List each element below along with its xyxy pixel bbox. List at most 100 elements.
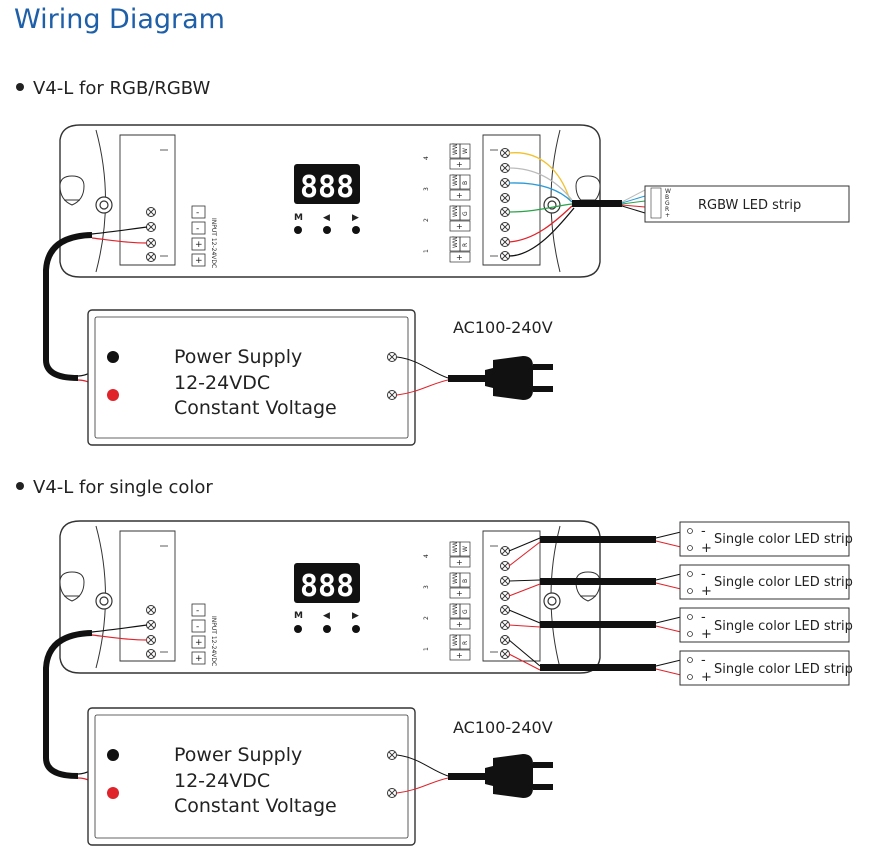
section-heading-single: V4-L for single color <box>16 477 213 498</box>
single-strip-2: - + Single color LED strip <box>655 564 853 600</box>
channel-labels-rgb: 4 WW W + 3 WW B + 2 WW <box>423 143 471 263</box>
svg-text:R: R <box>462 243 469 247</box>
ac-wires-rgb <box>396 356 449 396</box>
input-polarity-single: - - + + <box>191 603 206 665</box>
svg-text:1: 1 <box>423 249 430 253</box>
psu-line1-single: Power Supply <box>174 744 302 766</box>
rgbw-strip-label: RGBW LED strip <box>698 198 801 213</box>
svg-text:WW: WW <box>452 572 459 584</box>
svg-text:-: - <box>701 567 706 582</box>
ac-plug-icon-single <box>485 754 553 798</box>
svg-text:WW: WW <box>452 541 459 553</box>
psu-line3-single: Constant Voltage <box>174 795 337 817</box>
svg-text:B: B <box>462 579 469 583</box>
svg-text:Single color LED strip: Single color LED strip <box>714 532 853 547</box>
svg-text:-: - <box>196 224 199 234</box>
svg-text:G: G <box>665 200 670 207</box>
svg-text:+: + <box>456 589 463 598</box>
button-right-label-single: ▶ <box>352 611 359 621</box>
svg-text:+: + <box>195 256 203 266</box>
svg-text:+: + <box>456 160 463 169</box>
rgb-section: - - + + INPUT 12-24VDC 888 M ◀ ▶ 4 WW W … <box>43 124 850 446</box>
psu-rgb <box>87 309 416 446</box>
button-left-rgb[interactable] <box>323 226 331 234</box>
ac-plug-icon-rgb <box>485 356 553 400</box>
svg-text:+: + <box>701 584 712 599</box>
display-single <box>294 563 360 603</box>
svg-text:Single color LED strip: Single color LED strip <box>714 662 853 677</box>
button-left-label-rgb: ◀ <box>323 213 330 223</box>
single-strips: - + Single color LED strip - + Single co… <box>655 521 853 686</box>
svg-text:G: G <box>462 211 469 216</box>
svg-text:+: + <box>701 627 712 642</box>
psu-terminal-negative-rgb <box>107 351 119 363</box>
output-cables-single <box>508 536 656 671</box>
input-label-rgb: INPUT 12-24VDC <box>210 218 217 268</box>
svg-text:R: R <box>462 641 469 645</box>
svg-text:+: + <box>195 654 203 664</box>
svg-text:+: + <box>456 558 463 567</box>
button-right-rgb[interactable] <box>352 226 360 234</box>
section-heading-rgb: V4-L for RGB/RGBW <box>16 78 210 99</box>
single-strip-1: - + Single color LED strip <box>655 521 853 557</box>
input-polarity-rgb: - - + + <box>191 205 206 267</box>
svg-text:WW: WW <box>452 603 459 615</box>
svg-text:2: 2 <box>423 616 430 620</box>
ac-wires-single <box>396 754 449 794</box>
svg-text:Single color LED strip: Single color LED strip <box>714 575 853 590</box>
psu-terminal-positive-rgb <box>107 389 119 401</box>
rgbw-strip-pins: W B G R + <box>665 188 671 219</box>
button-m-single[interactable] <box>294 625 302 633</box>
svg-text:W: W <box>462 546 469 552</box>
rgbw-strip <box>644 185 850 223</box>
svg-text:+: + <box>456 620 463 629</box>
psu-terminal-positive-single <box>107 787 119 799</box>
svg-text:WW: WW <box>452 205 459 217</box>
button-left-label-single: ◀ <box>323 611 330 621</box>
svg-text:+: + <box>195 638 203 648</box>
svg-text:WW: WW <box>452 634 459 646</box>
strip-leads-rgb <box>621 189 646 214</box>
svg-text:-: - <box>196 622 199 632</box>
button-right-single[interactable] <box>352 625 360 633</box>
svg-text:G: G <box>462 609 469 614</box>
svg-text:1: 1 <box>423 647 430 651</box>
single-section: - - + + INPUT 12-24VDC 888 M ◀ ▶ 4 WW W … <box>43 520 853 846</box>
output-cable-rgb <box>572 200 622 207</box>
svg-text:Single color LED strip: Single color LED strip <box>714 619 853 634</box>
svg-text:WW: WW <box>452 236 459 248</box>
section-heading-rgb-text: V4-L for RGB/RGBW <box>33 78 211 99</box>
button-m-label-rgb: M <box>294 213 303 223</box>
svg-text:3: 3 <box>423 187 430 191</box>
svg-text:+: + <box>701 541 712 556</box>
input-label-single: INPUT 12-24VDC <box>210 616 217 666</box>
button-m-rgb[interactable] <box>294 226 302 234</box>
svg-text:+: + <box>701 670 712 685</box>
section-heading-single-text: V4-L for single color <box>33 477 213 498</box>
svg-text:4: 4 <box>423 156 430 160</box>
svg-text:-: - <box>701 610 706 625</box>
svg-text:+: + <box>195 240 203 250</box>
psu-line1-rgb: Power Supply <box>174 346 302 368</box>
svg-text:4: 4 <box>423 554 430 558</box>
ac-label-rgb: AC100-240V <box>453 318 553 337</box>
psu-single <box>87 707 416 846</box>
button-left-single[interactable] <box>323 625 331 633</box>
psu-terminal-negative-single <box>107 749 119 761</box>
svg-text:+: + <box>456 191 463 200</box>
svg-text:-: - <box>701 653 706 668</box>
svg-text:-: - <box>196 606 199 616</box>
display-digits-rgb: 888 <box>300 170 354 205</box>
display-rgb <box>294 164 360 204</box>
output-wires-rgb <box>508 152 575 257</box>
single-strip-4: - + Single color LED strip <box>655 650 853 686</box>
svg-text:W: W <box>462 148 469 154</box>
single-strip-3: - + Single color LED strip <box>655 607 853 643</box>
svg-text:B: B <box>665 194 669 201</box>
button-right-label-rgb: ▶ <box>352 213 359 223</box>
channel-labels-single: 4 WW W + 3 WW B + 2 WW <box>423 541 471 661</box>
svg-text:+: + <box>456 222 463 231</box>
svg-text:B: B <box>462 181 469 185</box>
psu-line2-rgb: 12-24VDC <box>174 372 270 394</box>
